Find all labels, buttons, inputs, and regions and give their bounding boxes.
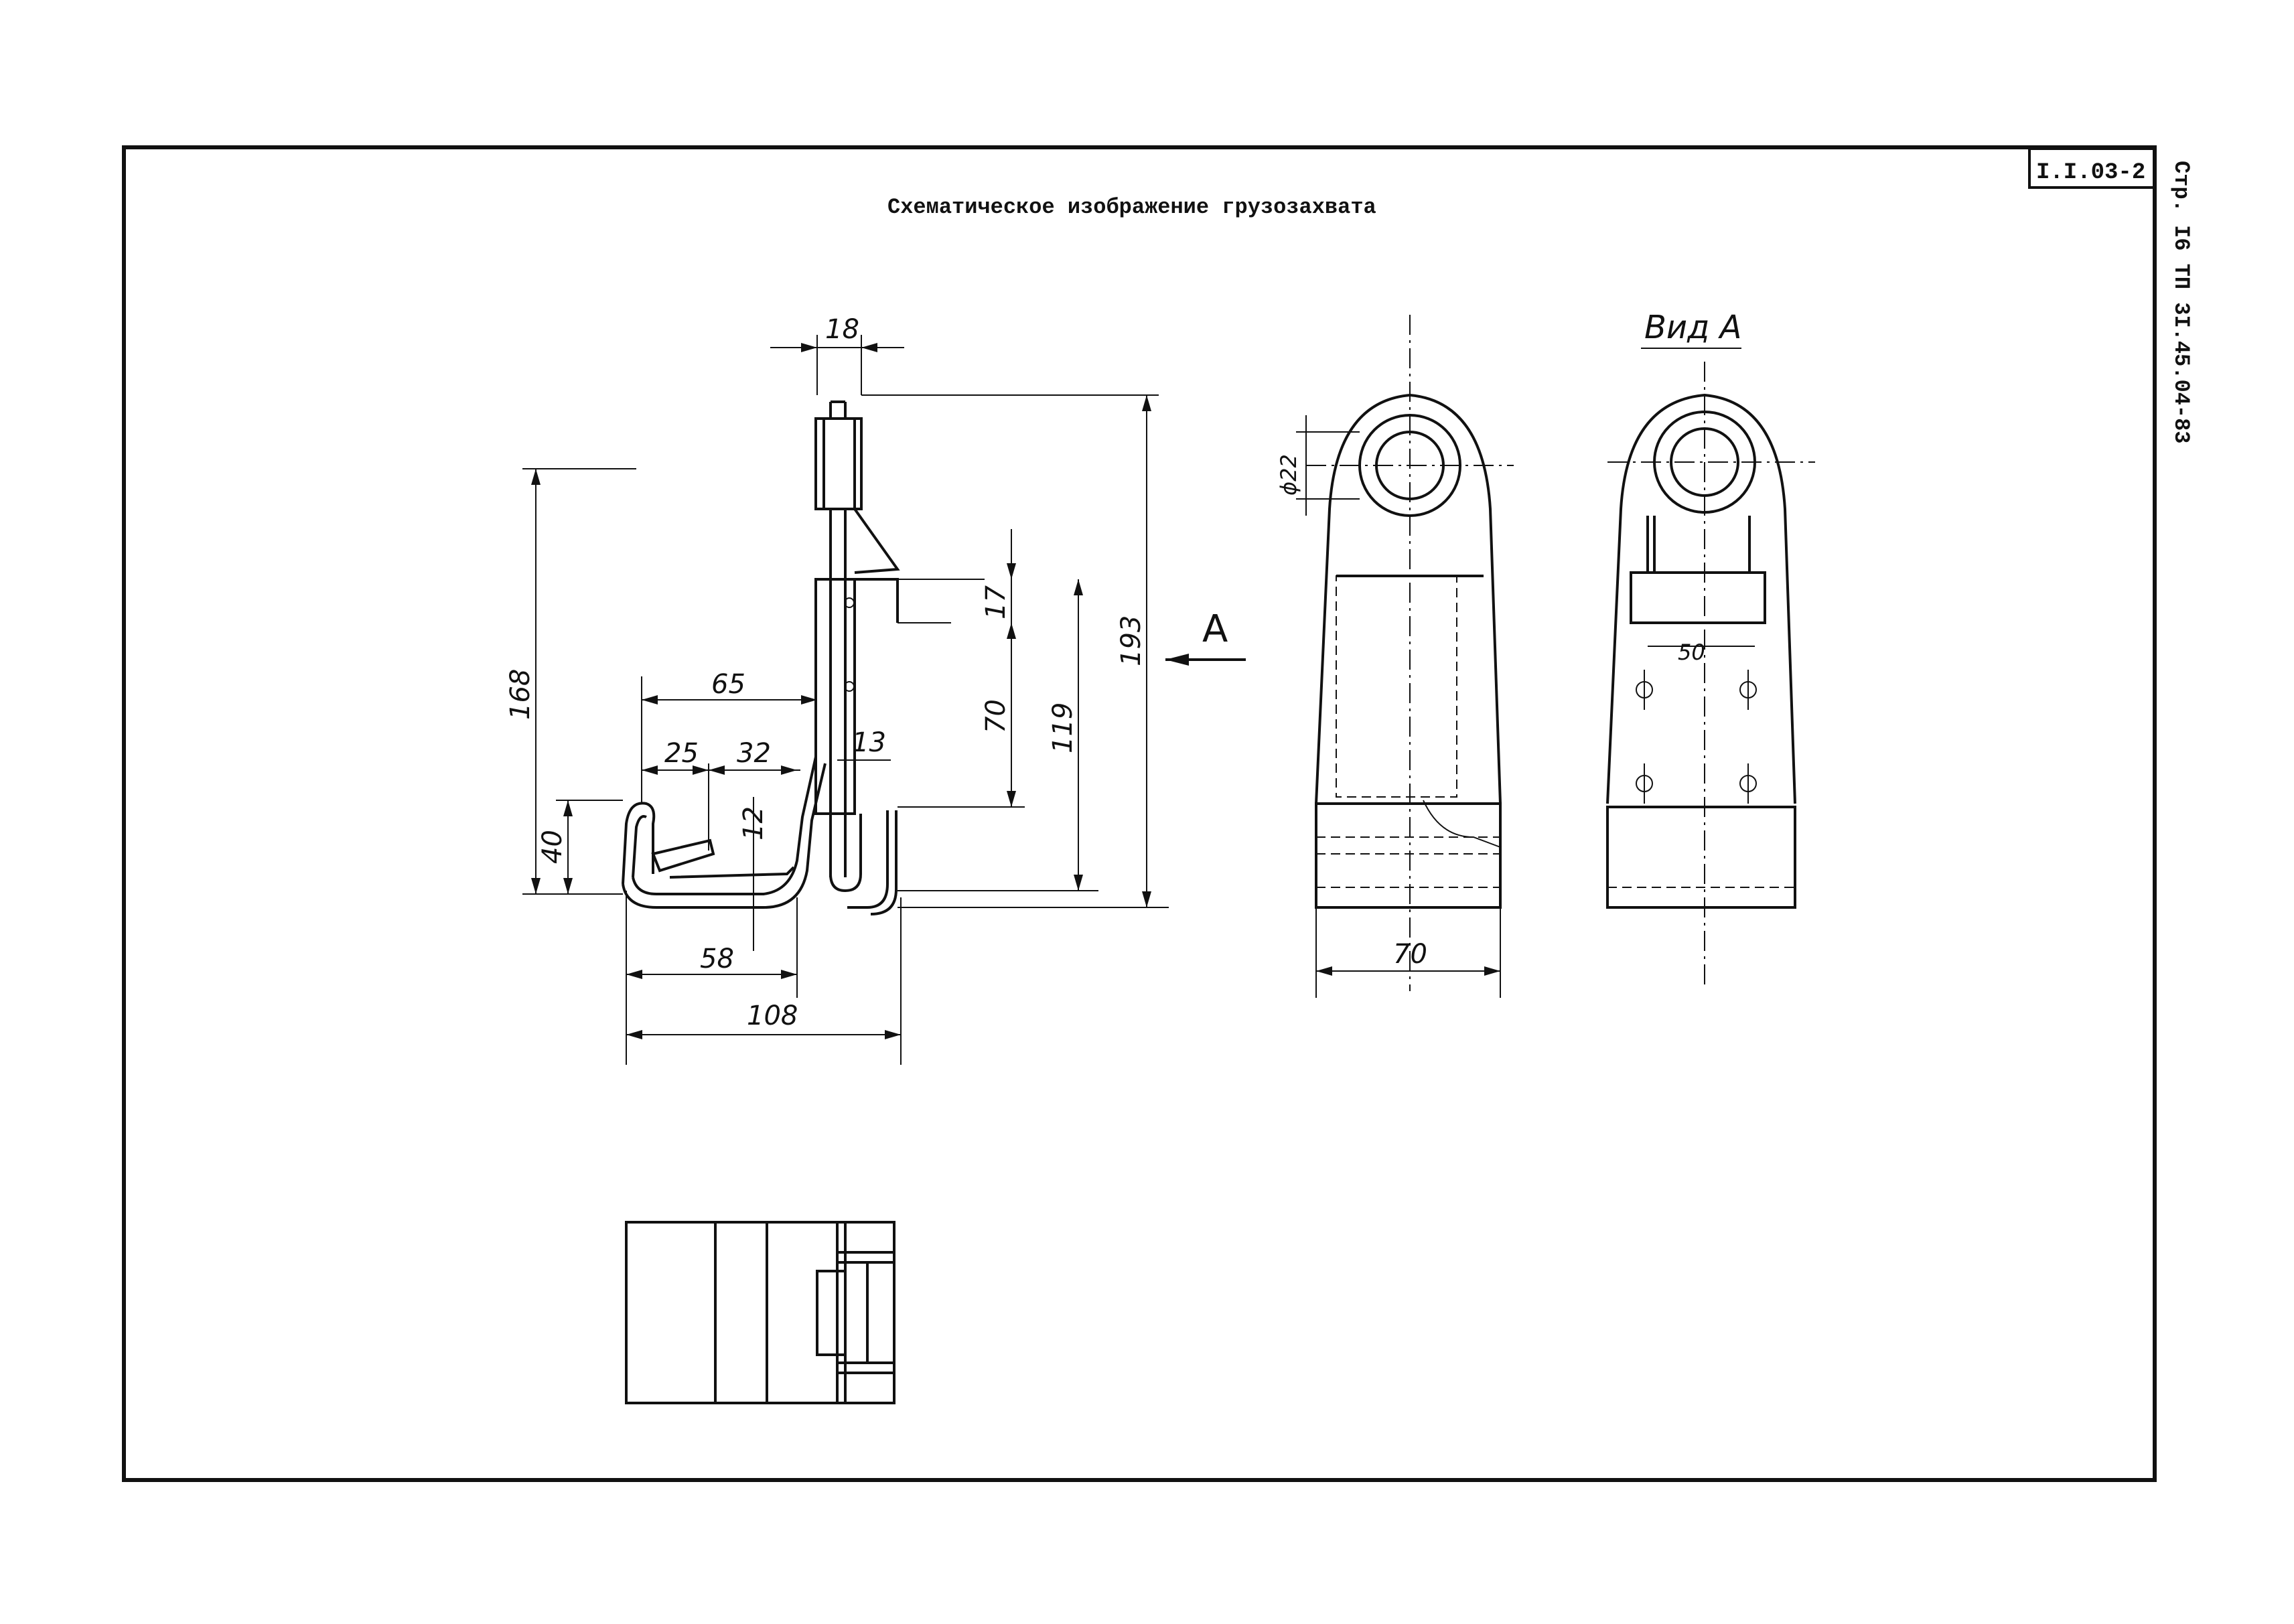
dim-193: 193 [1116,615,1147,666]
plan-view [625,1221,895,1404]
dim-40: 40 [537,830,568,864]
stamp-code: I.I.03-2 [2036,160,2145,186]
side-view [522,335,1169,1065]
drawing-title: Схематическое изображение грузозахвата [887,195,1376,220]
front-view: 70 ϕ22 [1276,315,1514,998]
dim-17: 17 [981,585,1011,619]
dim-32: 32 [737,738,771,769]
dim-13: 13 [852,727,886,758]
dim-18: 18 [825,314,859,345]
dim-108: 108 [747,1001,798,1031]
dim-50: 50 [1678,640,1705,665]
dim-12: 12 [738,806,769,840]
view-a-label: Вид А [1644,309,1741,346]
dim-70-side: 70 [981,699,1011,733]
view-direction-arrow: А [1165,607,1246,666]
dim-25: 25 [664,738,699,769]
stamp-box [2028,147,2155,189]
dim-58: 58 [700,944,734,974]
sheet-side-label: Стр. I6 ТП 3I.45.04-83 [2169,161,2194,443]
dim-119: 119 [1048,703,1078,753]
arrow-label: А [1202,607,1228,651]
view-a: Вид А 50 [1606,309,1815,984]
sheet-frame [122,145,2157,1482]
side-dimensions: 18 193 168 17 70 119 65 25 32 13 12 [505,314,1151,1039]
dim-168: 168 [505,669,536,720]
dim-phi22: ϕ22 [1276,454,1301,496]
dim-65: 65 [711,669,745,700]
dim-70-front: 70 [1393,939,1427,970]
